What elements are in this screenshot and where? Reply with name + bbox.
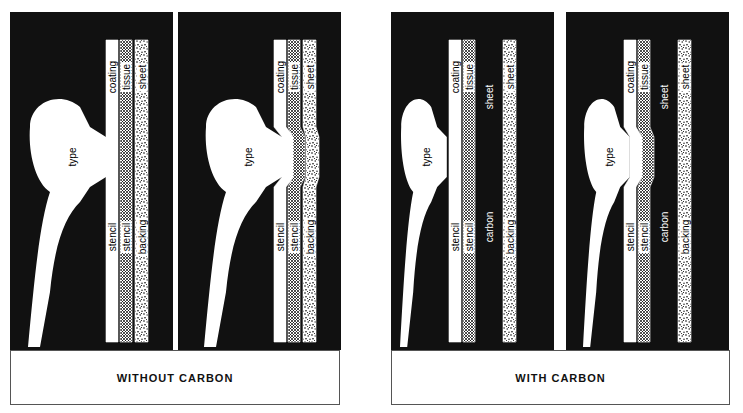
- part-label: coating: [107, 61, 118, 93]
- part-label: tissue: [289, 62, 300, 92]
- part-label: type: [604, 148, 615, 167]
- part-label: type: [421, 148, 432, 167]
- part-label: tissue: [639, 62, 650, 92]
- part-label: backing: [304, 218, 315, 256]
- caption-box: WITHOUT CARBON: [10, 350, 340, 405]
- part-label: sheet: [136, 63, 147, 91]
- part-label: stencil: [275, 223, 286, 251]
- part-label: coating: [450, 61, 461, 93]
- sheet-strip: [120, 40, 132, 342]
- part-label: carbon: [484, 212, 495, 243]
- sheet-strip: [678, 40, 691, 342]
- panel-ground: [391, 12, 554, 350]
- panel: [391, 12, 554, 350]
- part-label: type: [243, 148, 254, 167]
- part-label: stencil: [121, 221, 132, 253]
- type-bar: [583, 99, 630, 347]
- part-label: tissue: [464, 62, 475, 92]
- part-label: coating: [625, 61, 636, 93]
- part-label: sheet: [504, 63, 515, 91]
- part-label: stencil: [450, 223, 461, 251]
- sheet-strip: [463, 40, 475, 342]
- part-label: type: [67, 148, 78, 167]
- panel: [10, 12, 173, 350]
- caption-box: WITH CARBON: [391, 350, 730, 405]
- part-label: stencil: [639, 221, 650, 253]
- part-label: stencil: [625, 223, 636, 251]
- part-label: sheet: [304, 63, 315, 91]
- part-label: backing: [136, 218, 147, 256]
- panel-ground: [10, 12, 173, 350]
- part-label: backing: [679, 218, 690, 256]
- caption-text: WITH CARBON: [515, 372, 605, 384]
- sheet-strip: [638, 40, 654, 342]
- sheet-strip: [503, 40, 516, 342]
- panel-ground: [566, 12, 729, 350]
- part-label: stencil: [464, 221, 475, 253]
- part-label: coating: [275, 61, 286, 93]
- type-bar: [204, 99, 282, 347]
- part-label: sheet: [484, 85, 495, 109]
- part-label: stencil: [107, 223, 118, 251]
- part-label: stencil: [289, 221, 300, 253]
- sheet-strip: [135, 40, 148, 342]
- sheet-strip: [106, 40, 118, 342]
- part-label: carbon: [659, 212, 670, 243]
- sheet-strip: [303, 40, 319, 342]
- sheet-strip: [288, 40, 305, 342]
- panel-ground: [178, 12, 341, 350]
- part-label: tissue: [121, 62, 132, 92]
- part-label: sheet: [679, 63, 690, 91]
- part-label: sheet: [659, 85, 670, 109]
- part-label: backing: [504, 218, 515, 256]
- panel: [178, 12, 341, 350]
- caption-text: WITHOUT CARBON: [117, 372, 234, 384]
- sheet-strip: [449, 40, 461, 342]
- type-bar: [400, 99, 447, 347]
- type-bar: [28, 99, 106, 347]
- panel: [566, 12, 729, 350]
